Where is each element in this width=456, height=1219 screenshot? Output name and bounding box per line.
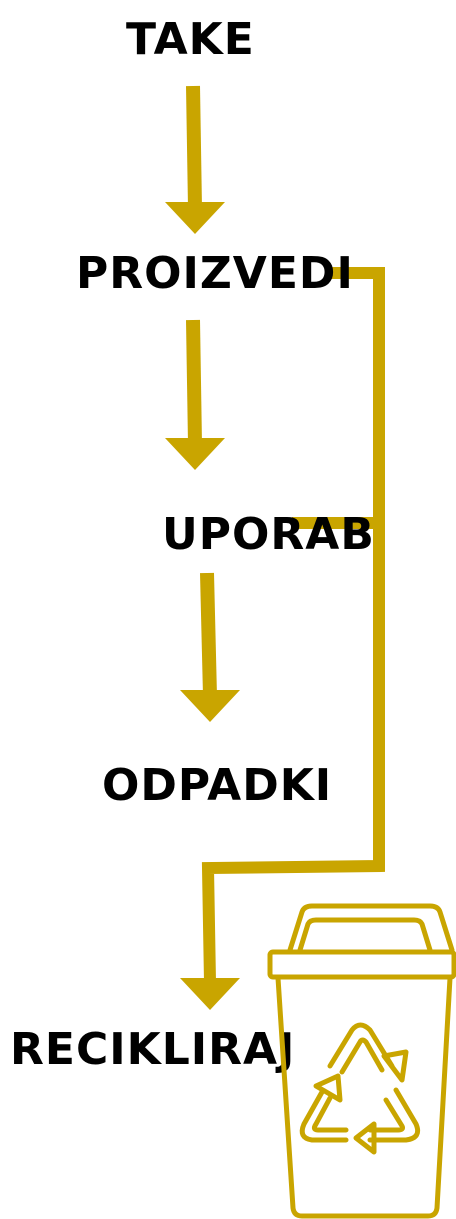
arrow-take-to-proizvedi bbox=[165, 85, 225, 234]
arrow-proizvedi-to-uporab bbox=[165, 319, 225, 470]
step-uporab: UPORAB bbox=[162, 509, 375, 560]
recycle-symbol-icon bbox=[299, 1022, 421, 1155]
step-odpadki: ODPADKI bbox=[102, 760, 333, 811]
recycle-loop-connector bbox=[180, 267, 385, 1010]
step-proizvedi: PROIZVEDI bbox=[76, 248, 354, 299]
arrow-uporab-to-odpadki bbox=[180, 572, 240, 722]
step-take: TAKE bbox=[126, 14, 255, 65]
step-recikliraj: RECIKLIRAJ bbox=[10, 1024, 296, 1075]
